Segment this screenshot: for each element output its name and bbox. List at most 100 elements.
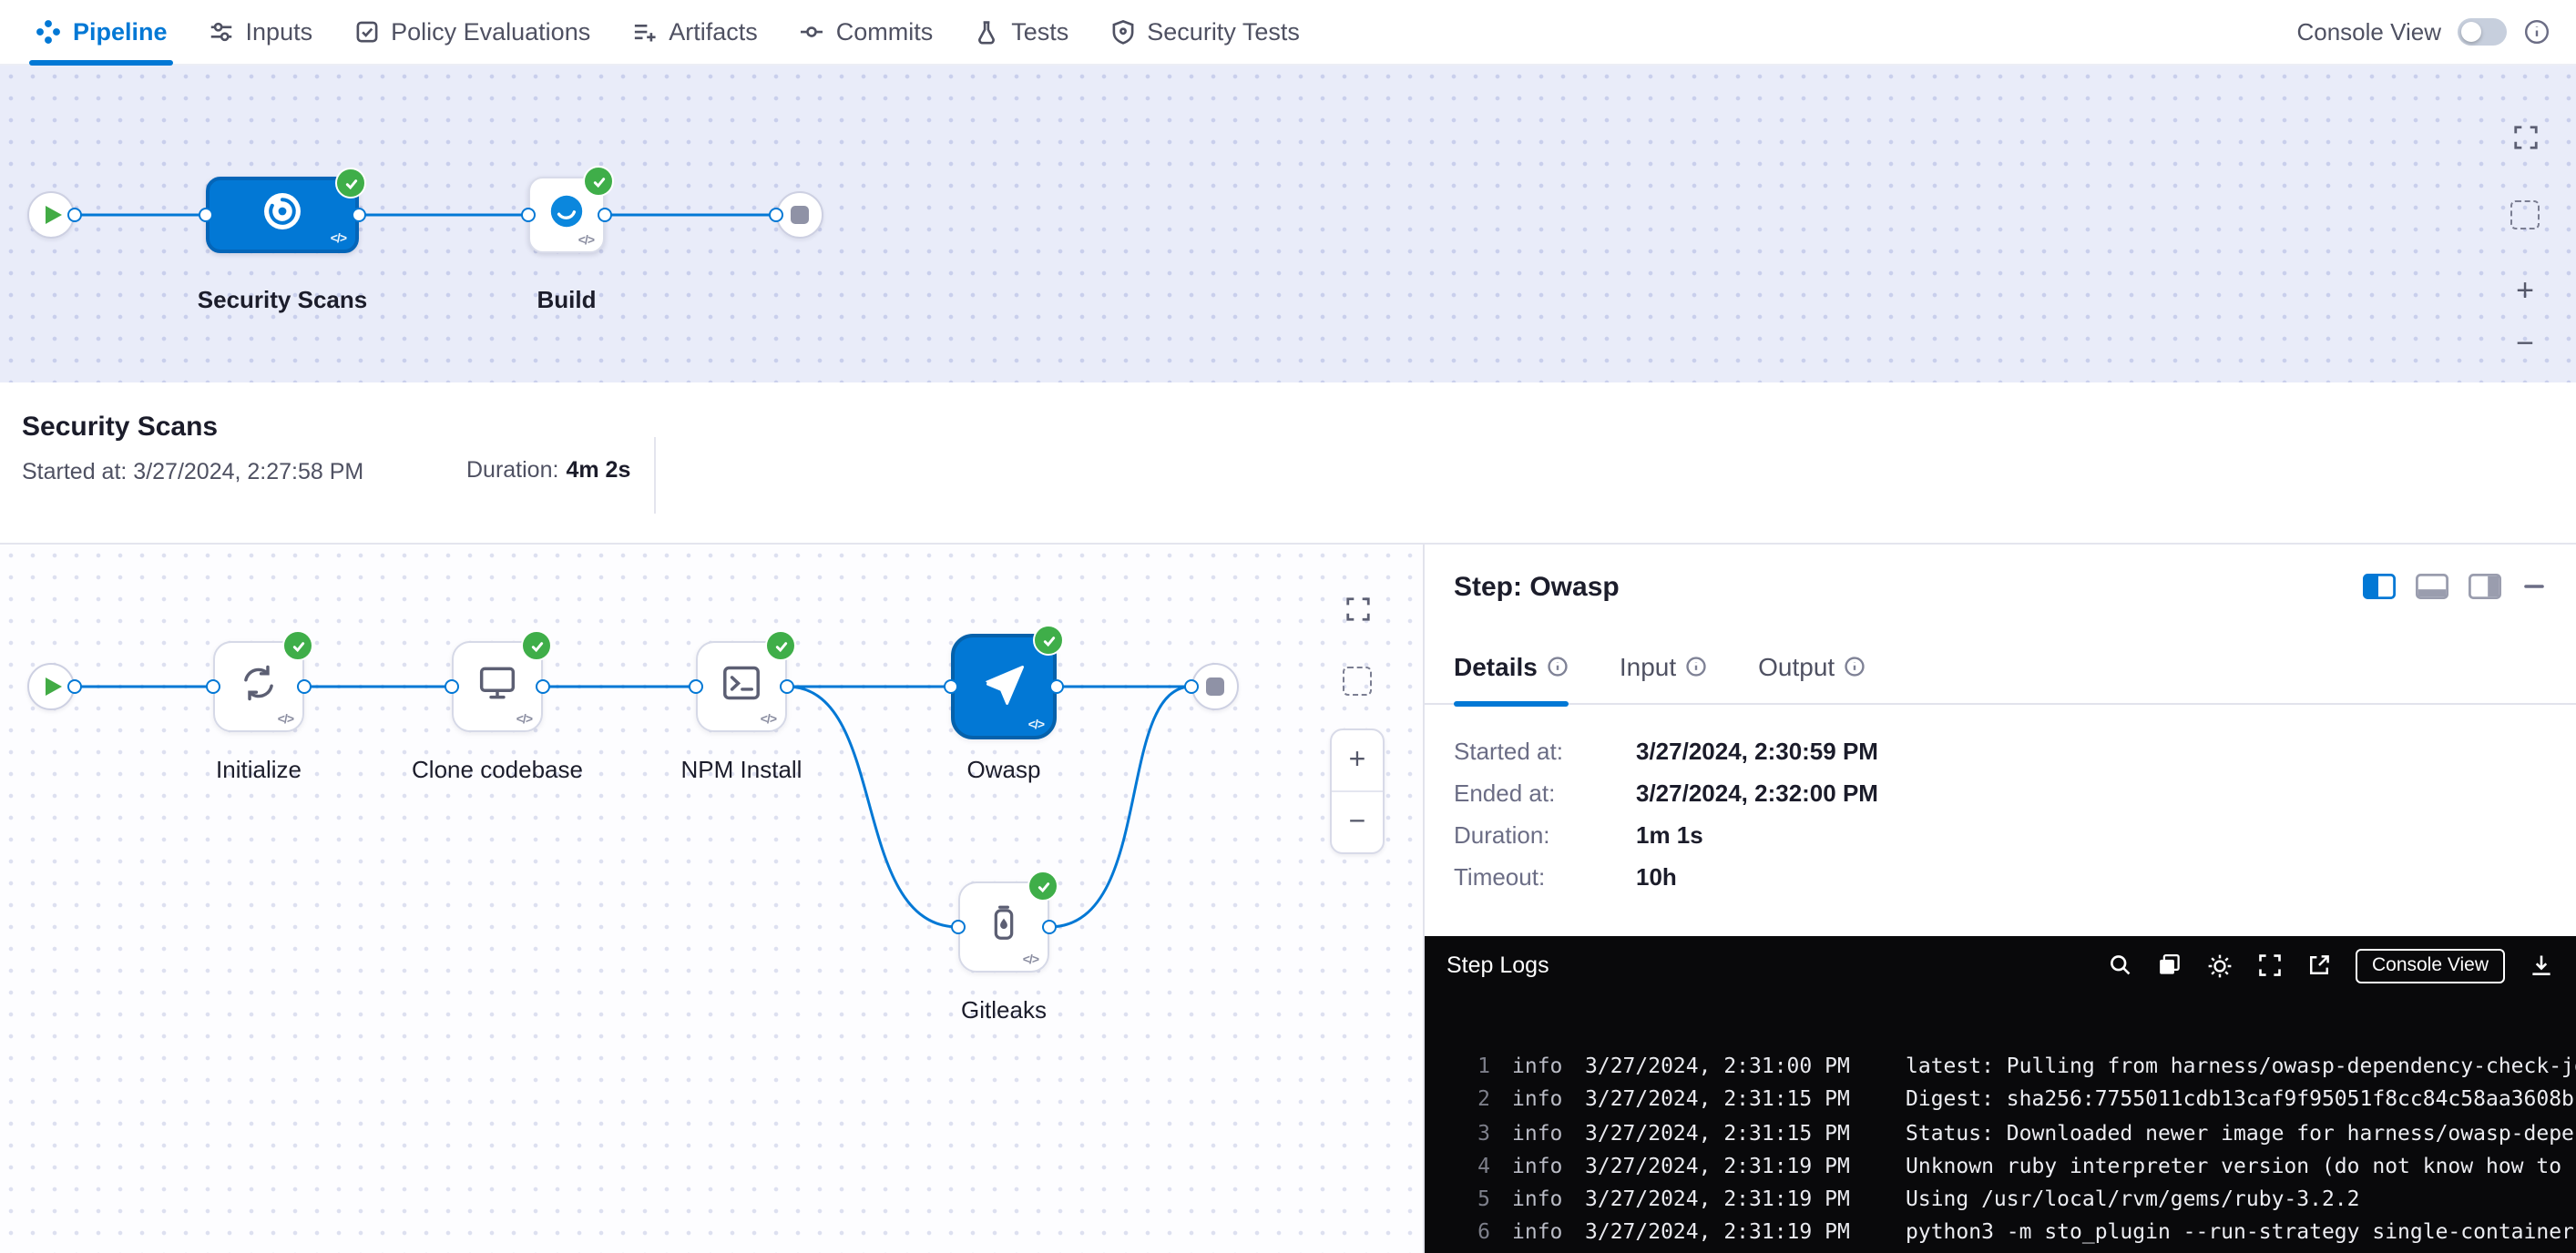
minimize-icon[interactable]	[2521, 574, 2547, 599]
security-scans-icon	[261, 188, 304, 241]
external-link-icon[interactable]	[2306, 952, 2332, 978]
stage-label[interactable]: Security Scans	[198, 286, 367, 313]
tab-policy-evaluations[interactable]: Policy Evaluations	[332, 0, 610, 65]
connector-dot	[67, 208, 82, 222]
input-info-icon[interactable]	[1685, 655, 1707, 677]
step-details: Started at: 3/27/2024, 2:30:59 PM Ended …	[1425, 705, 2576, 936]
marquee-select-icon[interactable]	[2501, 191, 2549, 239]
step-node-npm-install[interactable]: </>	[696, 641, 787, 732]
zoom-control: + −	[1330, 728, 1385, 854]
console-view-label: Console View	[2296, 18, 2441, 46]
success-check-icon	[1027, 871, 1058, 902]
step-logs-body[interactable]: 1info3/27/2024, 2:31:00 PMlatest: Pullin…	[1425, 991, 2576, 1249]
fullscreen-icon[interactable]	[2257, 952, 2283, 978]
code-badge: </>	[1028, 719, 1044, 732]
pipeline-icon	[35, 18, 62, 46]
execution-graph-canvas[interactable]: </> </> </> </>	[0, 545, 1423, 1253]
split-view-icon[interactable]	[2363, 574, 2396, 599]
zoom-in-button[interactable]: +	[1332, 730, 1383, 790]
step-node-initialize[interactable]: </>	[213, 641, 304, 732]
toggle-knob	[2461, 22, 2481, 42]
log-timestamp: 3/27/2024, 2:31:15 PM	[1585, 1083, 1876, 1116]
step-panel-header: Step: Owasp	[1425, 545, 2576, 628]
connector-dot	[445, 679, 459, 694]
tab-pipeline[interactable]: Pipeline	[15, 0, 188, 65]
copy-icon[interactable]	[2157, 952, 2182, 978]
stage-edges	[0, 66, 2576, 382]
right-view-icon[interactable]	[2469, 574, 2501, 599]
connector-dot	[598, 208, 612, 222]
zoom-out-button[interactable]: −	[2501, 317, 2549, 370]
stage-node-build[interactable]: </>	[528, 177, 605, 253]
duration-label: Duration:	[466, 457, 558, 483]
stage-graph-canvas[interactable]: </> </> Security Scans Build + −	[0, 66, 2576, 382]
bottom-view-icon[interactable]	[2416, 574, 2448, 599]
stage-node-security-scans[interactable]: </>	[206, 177, 359, 253]
output-info-icon[interactable]	[1844, 655, 1866, 677]
step-label[interactable]: NPM Install	[681, 756, 802, 783]
tab-commits[interactable]: Commits	[778, 0, 954, 65]
inputs-icon	[208, 18, 235, 46]
detail-label: Duration:	[1454, 821, 1636, 851]
step-label[interactable]: Clone codebase	[412, 756, 583, 783]
detail-row: Ended at: 3/27/2024, 2:32:00 PM	[1454, 779, 2547, 809]
step-node-owasp[interactable]: </>	[951, 634, 1057, 739]
code-badge: </>	[278, 714, 293, 727]
detail-label: Timeout:	[1454, 863, 1636, 892]
search-icon[interactable]	[2108, 952, 2133, 978]
details-info-icon[interactable]	[1547, 655, 1569, 677]
code-badge: </>	[761, 714, 776, 727]
log-line: 4info3/27/2024, 2:31:19 PMUnknown ruby i…	[1446, 1149, 2576, 1183]
tab-security-tests[interactable]: Security Tests	[1089, 0, 1320, 65]
fullscreen-icon[interactable]	[2501, 113, 2549, 160]
tab-inputs[interactable]: Inputs	[188, 0, 333, 65]
step-label[interactable]: Gitleaks	[961, 996, 1047, 1024]
step-node-clone-codebase[interactable]: </>	[452, 641, 543, 732]
connector-dot	[944, 679, 958, 694]
tab-label: Security Tests	[1147, 18, 1300, 46]
info-icon[interactable]	[2523, 18, 2550, 46]
console-view-button[interactable]: Console View	[2356, 948, 2505, 983]
marquee-select-icon[interactable]	[1334, 657, 1381, 705]
tab-tests[interactable]: Tests	[953, 0, 1089, 65]
step-label[interactable]: Initialize	[216, 756, 302, 783]
success-check-icon	[1033, 625, 1064, 656]
fullscreen-icon[interactable]	[1334, 585, 1381, 632]
log-message: python3 -m sto_plugin --run-strategy sin…	[1906, 1216, 2576, 1249]
log-message: latest: Pulling from harness/owasp-depen…	[1906, 1049, 2576, 1083]
tab-details[interactable]: Details	[1454, 627, 1569, 704]
log-level: info	[1512, 1083, 1567, 1116]
tab-artifacts[interactable]: Artifacts	[610, 0, 778, 65]
code-badge: </>	[1023, 954, 1038, 967]
tests-icon	[973, 18, 1000, 46]
tab-output[interactable]: Output	[1758, 627, 1866, 704]
top-nav: Pipeline Inputs Policy Evaluations Artif…	[0, 0, 2576, 66]
step-panel-title: Step: Owasp	[1454, 571, 1620, 602]
panel-view-controls	[2363, 574, 2547, 599]
detail-row: Started at: 3/27/2024, 2:30:59 PM	[1454, 738, 2547, 767]
stop-icon	[1206, 677, 1224, 696]
success-check-icon	[521, 630, 552, 661]
settings-gear-icon[interactable]	[2206, 952, 2234, 979]
dashed-square	[1343, 667, 1372, 696]
lower-split: </> </> </> </>	[0, 545, 2576, 1253]
step-logs-title: Step Logs	[1446, 952, 1549, 978]
log-message: Unknown ruby interpreter version (do not…	[1906, 1149, 2576, 1183]
connector-dot	[1049, 679, 1064, 694]
success-check-icon	[282, 630, 313, 661]
success-check-icon	[765, 630, 796, 661]
zoom-out-button[interactable]: −	[1332, 790, 1383, 852]
log-line-number: 5	[1446, 1182, 1490, 1216]
zoom-in-button[interactable]: +	[2501, 264, 2549, 317]
step-panel-tabs: Details Input Output	[1425, 628, 2576, 705]
stage-label[interactable]: Build	[537, 286, 597, 313]
console-view-toggle[interactable]	[2458, 18, 2507, 46]
step-label[interactable]: Owasp	[967, 756, 1041, 783]
play-icon	[46, 677, 62, 696]
log-line: 1info3/27/2024, 2:31:00 PMlatest: Pullin…	[1446, 1049, 2576, 1083]
step-node-gitleaks[interactable]: </>	[958, 881, 1049, 973]
download-icon[interactable]	[2529, 952, 2554, 978]
tab-input[interactable]: Input	[1620, 627, 1707, 704]
connector-dot	[1184, 679, 1199, 694]
